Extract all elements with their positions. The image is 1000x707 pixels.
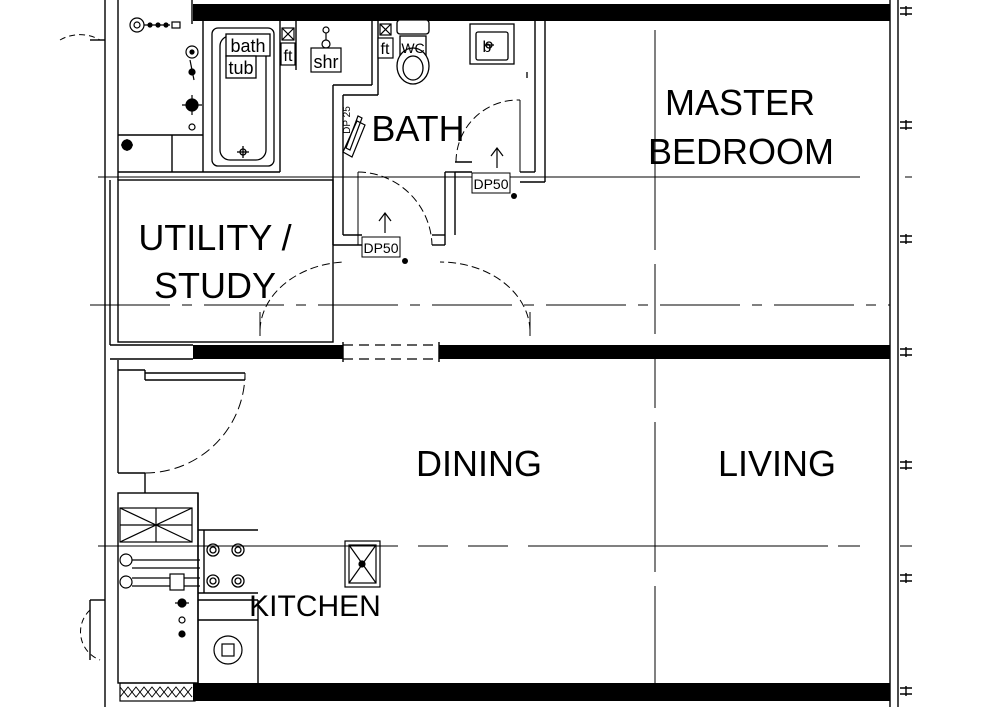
room-label-master-line2: BEDROOM	[648, 131, 834, 172]
kitchen-fixtures	[119, 507, 243, 702]
floor-trap-2-label: ft	[381, 41, 390, 58]
toilet	[396, 19, 430, 85]
floor-drain-kitchen	[344, 540, 381, 588]
bathtub	[211, 27, 275, 167]
middle-wall-right	[439, 345, 890, 359]
door-tag-bedroom: DP50	[473, 176, 508, 192]
heavy-walls	[193, 4, 890, 701]
door-tag-bath-side: DP 25	[342, 106, 353, 134]
door-tag-boxes	[361, 172, 511, 258]
door-tag-dot-2	[402, 258, 408, 264]
shower	[310, 26, 342, 73]
cooktop	[206, 543, 245, 588]
floor-trap-1-label: ft	[284, 48, 293, 65]
shower-label: shr	[313, 52, 338, 72]
basin-label: b	[483, 39, 492, 56]
door-swing-utility-left	[259, 261, 344, 331]
kitchen-hatch	[119, 686, 193, 698]
door-swing-bath-entry	[357, 171, 433, 246]
basin	[469, 23, 528, 78]
room-label-kitchen: KITCHEN	[249, 590, 381, 623]
floor-trap-1	[280, 27, 296, 66]
opening-header	[343, 344, 439, 360]
bathtub-label-line1: bath	[230, 36, 265, 56]
room-label-utility-line2: STUDY	[154, 265, 276, 306]
top-wall	[193, 4, 890, 21]
door-arrows	[378, 147, 504, 233]
window-marks	[900, 6, 912, 696]
room-label-utility-line1: UTILITY /	[138, 217, 291, 258]
door-swings	[59, 34, 531, 661]
door-swing-kitchen	[144, 372, 246, 474]
room-label-dining: DINING	[416, 443, 542, 484]
bathtub-label-line2: tub	[228, 58, 253, 78]
door-tag-bath-entry: DP50	[363, 240, 398, 256]
pipe-fittings	[121, 17, 202, 151]
door-swing-utility-right	[439, 261, 531, 331]
room-label-master-line1: MASTER	[665, 82, 815, 123]
room-label-bath: BATH	[371, 108, 464, 149]
door-swing-bath-bedroom	[455, 99, 521, 163]
folding-door	[342, 115, 366, 158]
partition-walls	[89, 0, 899, 707]
bottom-wall	[193, 683, 890, 701]
middle-wall-left	[193, 345, 343, 359]
toilet-label: WC	[401, 40, 424, 56]
floor-trap-2	[377, 23, 394, 59]
door-tag-dot-1	[511, 193, 517, 199]
room-label-living: LIVING	[718, 443, 836, 484]
